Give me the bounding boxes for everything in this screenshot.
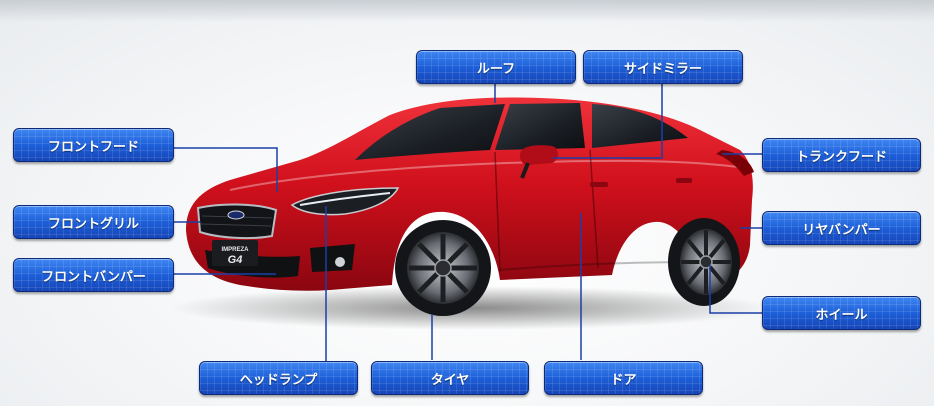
tire-label: タイヤ: [430, 372, 470, 388]
roof-label: ルーフ: [476, 61, 516, 77]
front-wheel-shape: [395, 220, 491, 316]
plate-badge-text: IMPREZA: [222, 247, 250, 253]
rear-wheel-shape: [668, 218, 740, 306]
trunk-hood-label: トランクフード: [795, 149, 887, 165]
license-plate: [212, 240, 258, 266]
front-hood-button[interactable]: フロントフード: [13, 128, 174, 162]
roof-button[interactable]: ルーフ: [416, 50, 576, 84]
headlamp-button[interactable]: ヘッドランプ: [199, 361, 358, 395]
trunk-hood-button[interactable]: トランクフード: [762, 138, 921, 172]
wheel-button[interactable]: ホイール: [762, 296, 921, 330]
side-window-front: [495, 103, 585, 150]
front-grille-button[interactable]: フロントグリル: [13, 205, 174, 239]
door-label: ドア: [610, 372, 637, 388]
front-bumper-label: フロントバンパー: [41, 269, 146, 285]
front-bumper-button[interactable]: フロントバンパー: [13, 258, 174, 292]
tire-button[interactable]: タイヤ: [371, 361, 529, 395]
rear-bumper-label: リヤバンパー: [802, 222, 881, 238]
side-mirror-shape: [520, 145, 558, 165]
ground-shadow: [170, 286, 770, 330]
windshield: [355, 104, 505, 160]
front-grille-label: フロントグリル: [47, 216, 139, 232]
side-mirror-button[interactable]: サイドミラー: [583, 50, 743, 84]
door-button[interactable]: ドア: [544, 361, 703, 395]
wheel-label: ホイール: [815, 307, 868, 323]
front-hood-label: フロントフード: [47, 139, 139, 155]
headlamp-label: ヘッドランプ: [239, 372, 318, 388]
grille-shape: [196, 203, 278, 240]
plate-model-text: G4: [228, 254, 243, 266]
side-mirror-label: サイドミラー: [623, 61, 702, 77]
rear-bumper-button[interactable]: リヤバンパー: [762, 211, 921, 245]
